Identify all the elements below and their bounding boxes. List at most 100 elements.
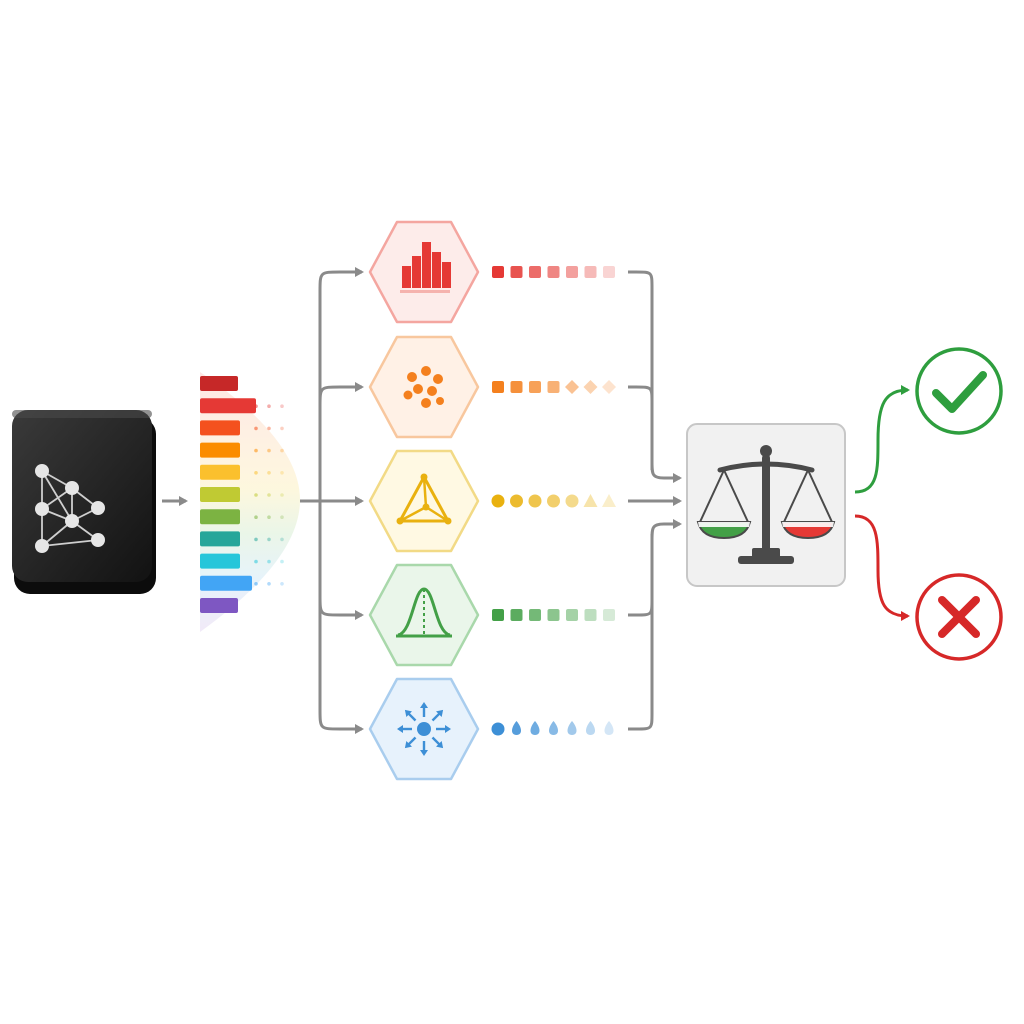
neural-network-icon <box>35 464 105 553</box>
token <box>491 494 505 508</box>
token <box>547 266 560 278</box>
spectrum-dot <box>267 559 271 564</box>
token <box>583 380 598 394</box>
pass-outcome <box>915 347 1003 435</box>
spectrum-dot <box>267 448 271 453</box>
token <box>583 494 598 507</box>
spectrum-dot <box>267 404 271 409</box>
fan-in-connectors <box>628 270 682 731</box>
spectrum-dot <box>267 582 271 586</box>
token <box>566 609 578 621</box>
model-box <box>12 410 156 594</box>
feature-spectrum <box>200 372 300 632</box>
balance-scale-icon <box>696 445 836 564</box>
spectrum-dot <box>280 493 284 497</box>
token <box>510 494 523 508</box>
check-icon <box>932 371 987 413</box>
token-strip <box>491 721 614 736</box>
spectrum-dot <box>280 426 284 431</box>
network-node <box>35 539 49 553</box>
spectrum-bar <box>200 376 238 391</box>
token <box>491 722 505 736</box>
token <box>510 609 523 621</box>
token <box>529 609 541 621</box>
spectrum-bar <box>200 464 240 480</box>
spectrum-dot <box>254 448 258 453</box>
spectrum-dot <box>254 537 258 542</box>
judge-box <box>686 423 846 587</box>
fan-out-connectors <box>318 267 364 734</box>
token <box>566 266 578 278</box>
token-strips <box>491 266 616 736</box>
fan-out-arrow <box>318 708 364 734</box>
spectrum-dot <box>267 471 271 475</box>
token <box>603 609 615 621</box>
spectrum-dot <box>280 582 284 586</box>
spectrum-bar <box>200 531 240 547</box>
token <box>586 721 595 735</box>
spectrum-dot <box>254 515 258 519</box>
token <box>492 266 504 278</box>
spectrum-dot <box>280 515 284 519</box>
token <box>547 609 560 621</box>
token <box>510 266 523 278</box>
analyzer-hexagon <box>368 335 480 439</box>
token <box>602 380 616 394</box>
token <box>492 381 504 393</box>
fail-outcome <box>915 573 1003 661</box>
spectrum-dot <box>254 582 258 586</box>
spectrum-bar <box>200 553 240 569</box>
scatter-cluster-icon <box>403 366 444 408</box>
spectrum-dot <box>254 471 258 475</box>
spectrum-dot <box>254 426 258 431</box>
token <box>510 381 523 393</box>
fan-in-arrow <box>628 270 682 483</box>
spectrum-dot <box>280 404 284 409</box>
token-strip <box>492 266 615 278</box>
fan-out-arrow <box>318 594 364 620</box>
spectrum-dot <box>254 493 258 497</box>
cross-icon <box>938 596 980 638</box>
fail-connector <box>854 514 910 621</box>
token <box>549 721 558 735</box>
token <box>530 721 540 735</box>
spectrum-bar <box>200 598 238 613</box>
spectrum-dot <box>280 537 284 542</box>
spectrum-dot <box>280 471 284 475</box>
spectrum-dot <box>254 404 258 409</box>
simplex-analyzer <box>368 449 480 553</box>
bar-chart-icon <box>400 242 451 293</box>
token <box>565 494 579 508</box>
spectrum-bar <box>200 509 240 525</box>
tetrahedron-icon <box>396 473 452 525</box>
distribution-analyzer <box>368 563 480 667</box>
fan-out-arrow <box>318 382 364 408</box>
token <box>567 721 577 735</box>
cluster-analyzer <box>368 335 480 439</box>
token-strip <box>492 609 615 621</box>
network-node <box>91 533 105 547</box>
bell-curve-icon <box>396 587 452 638</box>
spread-analyzer <box>368 677 480 781</box>
spectrum-dot <box>280 448 284 453</box>
fan-out-arrow <box>318 267 364 293</box>
token <box>528 494 542 508</box>
network-node <box>65 514 79 528</box>
token <box>529 266 541 278</box>
network-node <box>91 501 105 515</box>
spectrum-dot <box>267 493 271 497</box>
analyzer-hexagon <box>368 449 480 553</box>
token <box>547 494 560 508</box>
token-strip <box>492 380 616 394</box>
spectrum-dot <box>267 515 271 519</box>
spectrum-dot <box>254 559 258 564</box>
token <box>529 381 541 393</box>
spectrum-bar <box>200 420 240 436</box>
token <box>547 381 560 393</box>
token <box>584 266 597 278</box>
token-strip <box>491 494 616 508</box>
radiating-arrows-icon <box>397 702 451 756</box>
pass-connector <box>854 385 910 494</box>
